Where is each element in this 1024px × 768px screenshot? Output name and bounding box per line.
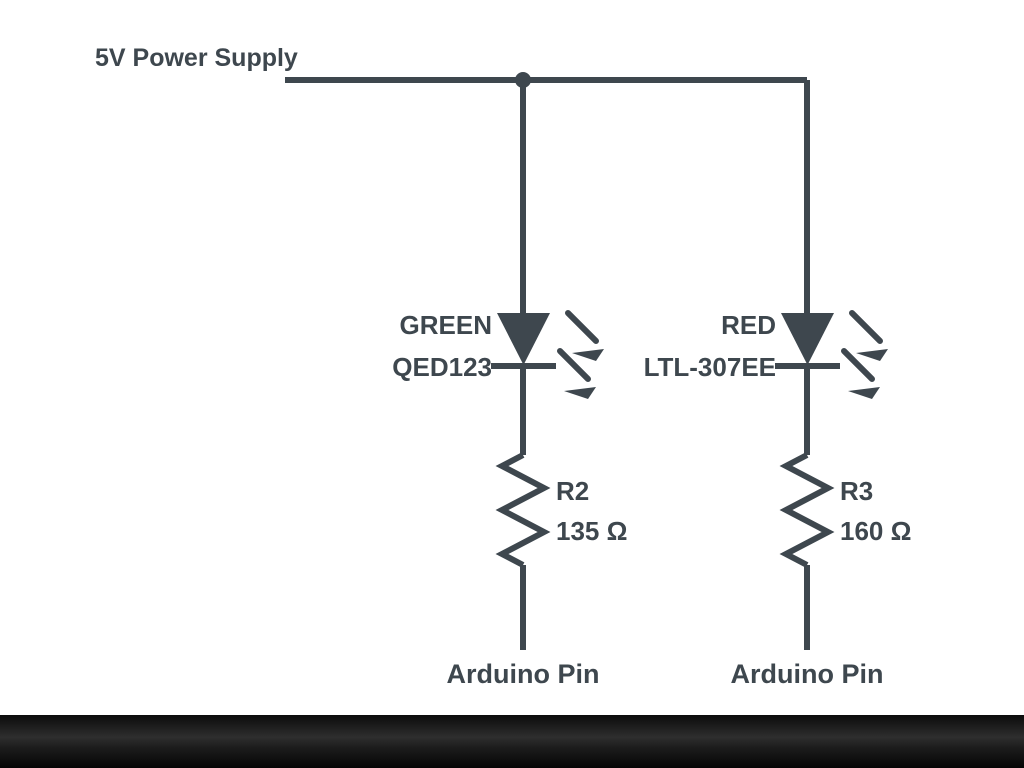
resistor-ref-r2: R2 (556, 476, 589, 506)
led-light-arrows-red (841, 310, 888, 399)
pin-label-left: Arduino Pin (447, 659, 600, 689)
resistor-value-r3: 160 Ω (840, 516, 911, 546)
led-part-label-red: LTL-307EE (644, 352, 776, 382)
pin-label-right: Arduino Pin (731, 659, 884, 689)
resistor-zigzag-r2 (495, 452, 551, 568)
resistor-value-r2: 135 Ω (556, 516, 627, 546)
resistor-ref-r3: R3 (840, 476, 873, 506)
led-light-arrows-green (557, 310, 604, 399)
led-part-label-green: QED123 (392, 352, 492, 382)
schematic-canvas[interactable]: GREEN QED123 R2 135 Ω Arduino Pin RED LT… (0, 0, 1024, 715)
led-triangle-green (497, 313, 550, 365)
resistor-zigzag-r3 (779, 452, 835, 568)
led-color-label-red: RED (721, 310, 776, 340)
led-color-label-green: GREEN (400, 310, 492, 340)
circuit-schematic[interactable]: GREEN QED123 R2 135 Ω Arduino Pin RED LT… (0, 0, 1024, 715)
power-supply-label: 5V Power Supply (95, 44, 298, 72)
footer-bar: CIRCUIT LAB dahtguy / carter test http:/… (0, 715, 1024, 768)
led-triangle-red (781, 313, 834, 365)
